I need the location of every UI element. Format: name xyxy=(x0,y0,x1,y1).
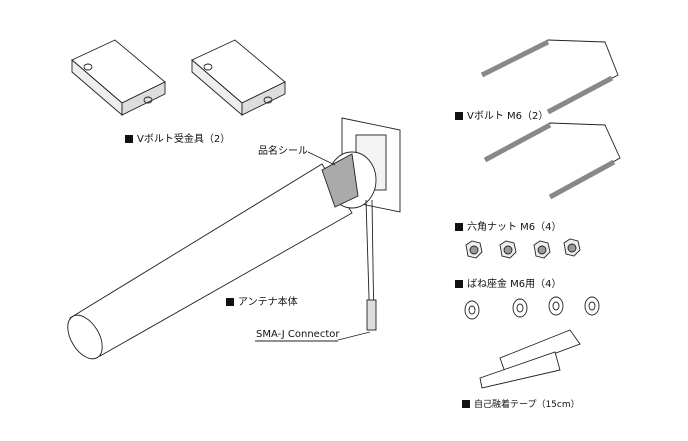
label-hexnut: 六角ナット M6（4） xyxy=(455,222,562,234)
label-tape: 自己融着テープ（15cm） xyxy=(462,399,580,411)
label-connector: SMA-J Connector xyxy=(256,329,340,340)
label-washer: ばね座金 M6用（4） xyxy=(455,279,562,291)
label-antenna-body: アンテナ本体 xyxy=(226,297,298,309)
hex-nuts xyxy=(465,238,581,259)
bracket-left xyxy=(71,39,166,116)
label-text: Vボルト M6（2） xyxy=(467,111,549,122)
label-vbolt: Vボルト M6（2） xyxy=(455,111,548,123)
antenna-body xyxy=(67,117,401,360)
v-bolt-2 xyxy=(483,122,621,200)
tape xyxy=(479,329,581,389)
label-seal: 品名シール xyxy=(258,146,308,157)
label-text: 六角ナット M6（4） xyxy=(467,222,562,233)
label-text: アンテナ本体 xyxy=(238,297,298,308)
spring-washers xyxy=(464,296,600,320)
v-bolt-1 xyxy=(480,39,619,115)
label-text: 自己融着テープ（15cm） xyxy=(474,400,580,410)
bracket-right xyxy=(191,39,286,116)
label-text: ばね座金 M6用（4） xyxy=(467,279,562,290)
label-bracket: Vボルト受金具（2） xyxy=(125,134,230,146)
label-text: Vボルト受金具（2） xyxy=(137,134,231,145)
